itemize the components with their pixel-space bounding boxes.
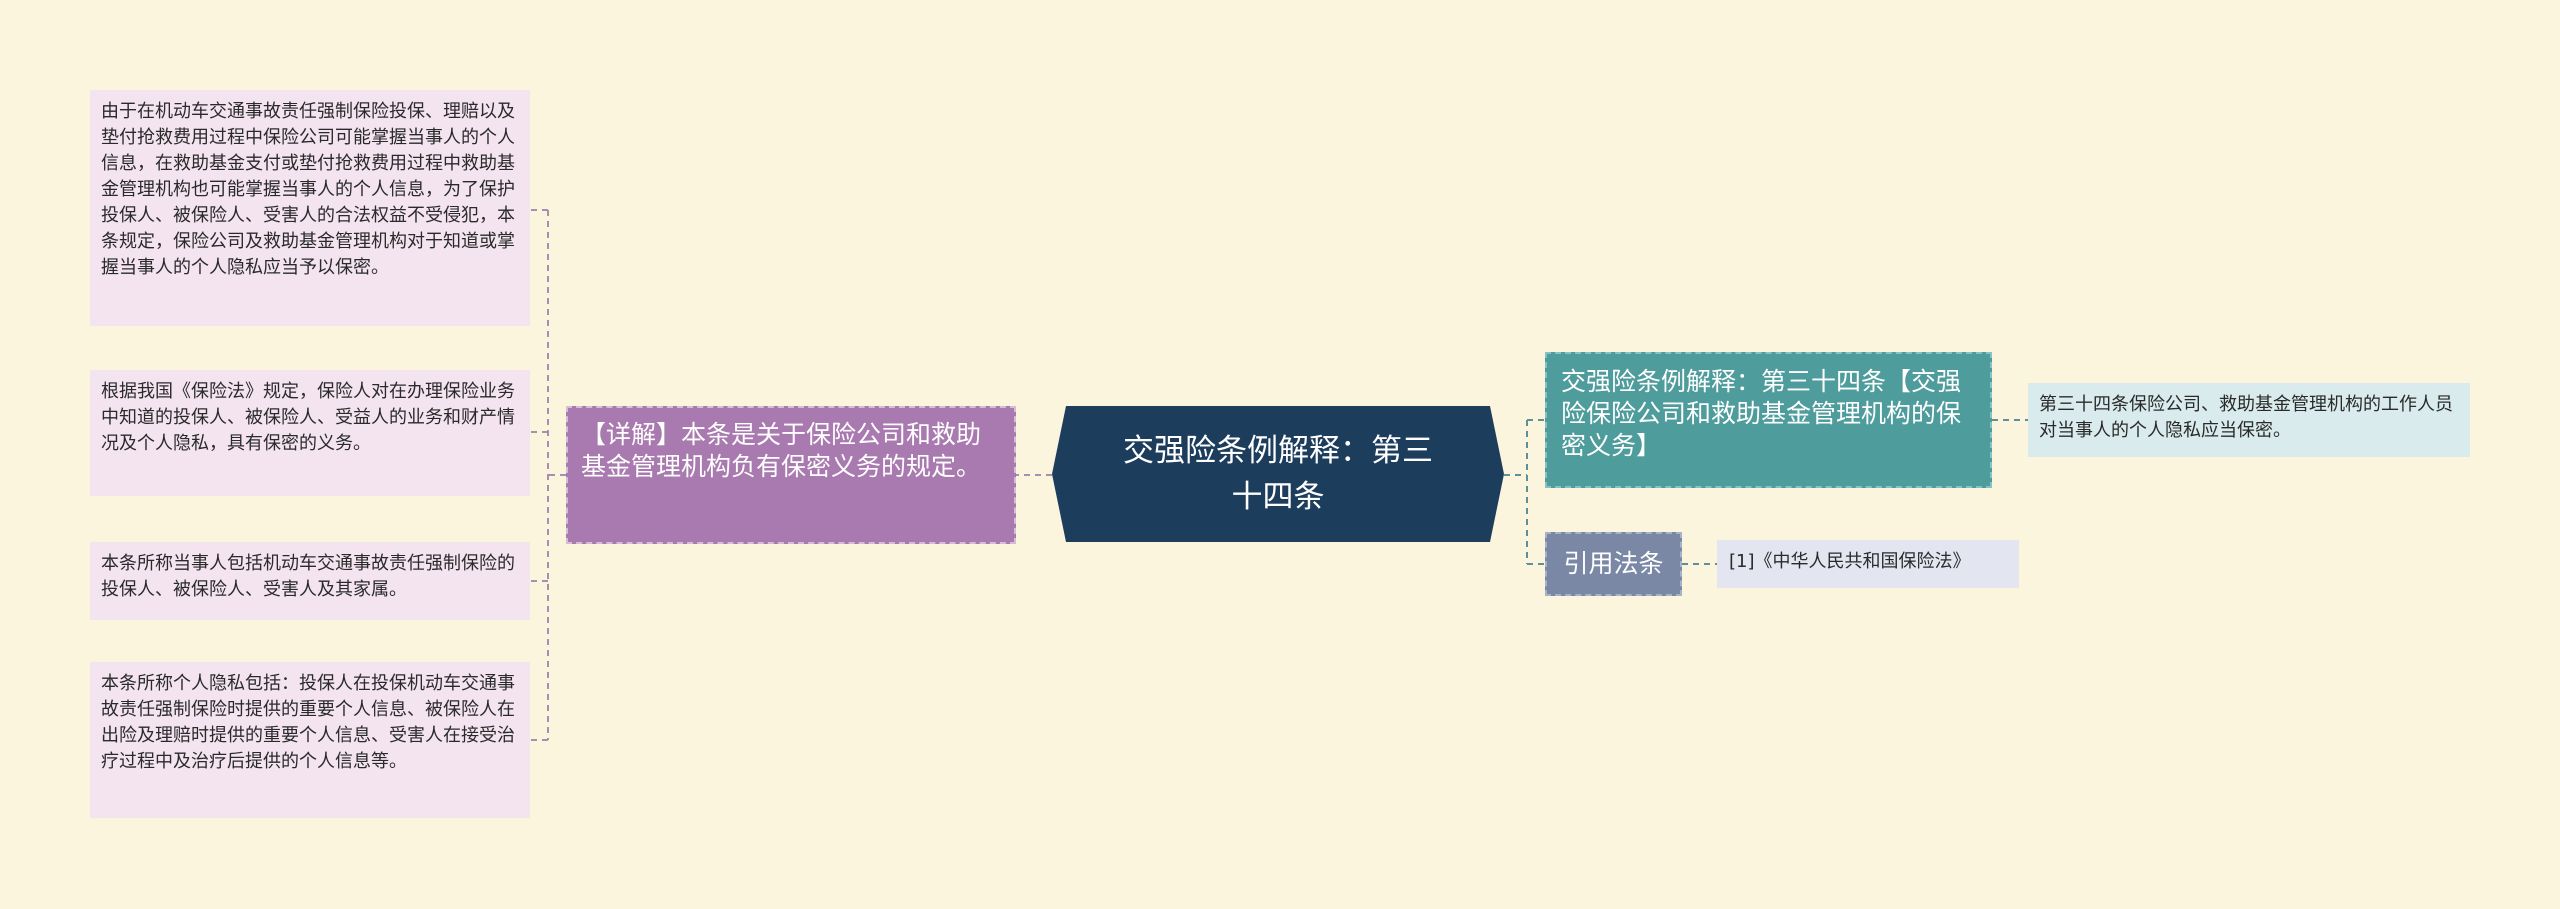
citation-leaf: [1]《中华人民共和国保险法》 [1717, 540, 2019, 588]
central-hexagon-shape [1052, 406, 1504, 542]
leaf-insurance-law: 根据我国《保险法》规定，保险人对在办理保险业务中知道的投保人、被保险人、受益人的… [90, 370, 530, 496]
central-title: 交强险条例解释：第三十四条 [1123, 433, 1433, 515]
leaf-privacy-rationale: 由于在机动车交通事故责任强制保险投保、理赔以及垫付抢救费用过程中保险公司可能掌握… [90, 90, 530, 326]
detail-node: 【详解】本条是关于保险公司和救助基金管理机构负有保密义务的规定。 [566, 406, 1016, 544]
citation-label-node: 引用法条 [1545, 532, 1682, 596]
citation-label: 引用法条 [1563, 549, 1664, 578]
leaf-parties-definition: 本条所称当事人包括机动车交通事故责任强制保险的投保人、被保险人、受害人及其家属。 [90, 542, 530, 620]
leaf-privacy-definition: 本条所称个人隐私包括：投保人在投保机动车交通事故责任强制保险时提供的重要个人信息… [90, 662, 530, 818]
article-leaf: 第三十四条保险公司、救助基金管理机构的工作人员对当事人的个人隐私应当保密。 [2028, 383, 2470, 457]
central-topic: 交强险条例解释：第三十四条 [1052, 406, 1504, 542]
article-node: 交强险条例解释：第三十四条【交强险保险公司和救助基金管理机构的保密义务】 [1545, 352, 1992, 488]
